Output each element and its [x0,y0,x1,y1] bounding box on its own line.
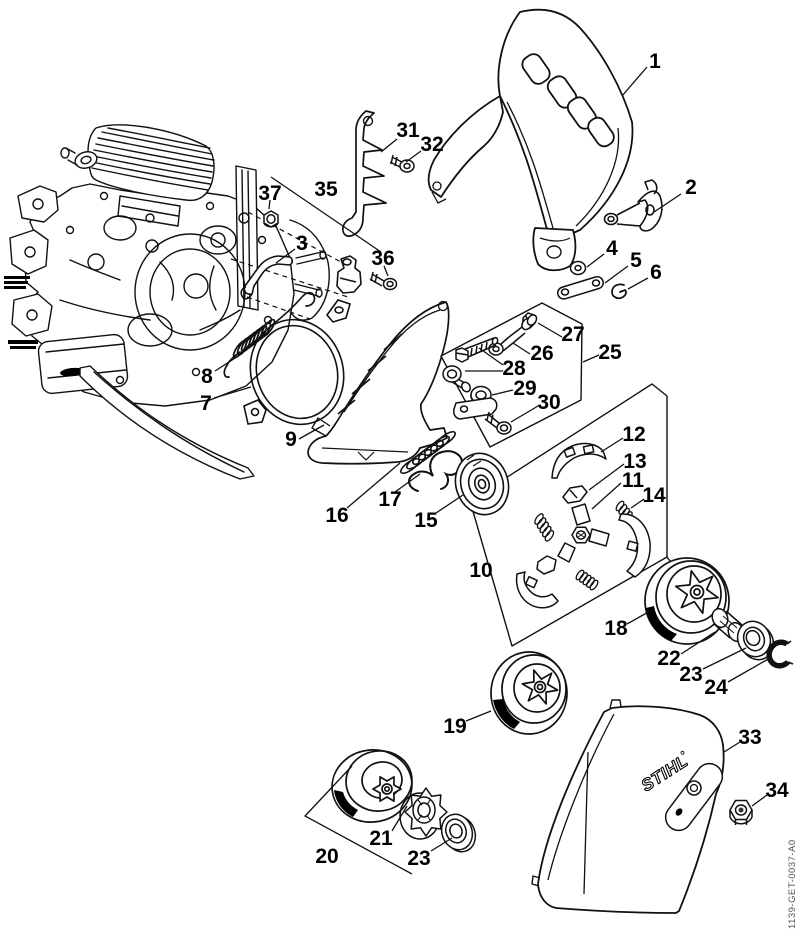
callout-19: 19 [443,715,466,738]
sub-assembly-box-25 [440,302,583,448]
screw-32 [389,154,415,173]
tension-spring [223,291,316,378]
spring-clip-6 [611,283,627,300]
callout-15: 15 [414,509,438,532]
callout-6: 6 [650,261,662,284]
callout-34: 34 [765,779,789,802]
callout-21: 21 [369,827,393,850]
callout-37: 37 [258,182,281,205]
e-clip-24 [766,639,794,669]
callout-35: 35 [314,178,338,201]
callout-1: 1 [649,50,661,73]
callout-30: 30 [537,391,560,414]
hand-guard [427,8,634,272]
callout-11: 11 [622,469,645,492]
callout-17: 17 [378,488,401,511]
callout-2: 2 [685,176,697,199]
callout-27: 27 [561,323,584,346]
clutch-drum-18 [644,557,730,645]
callout-leader-lines [213,66,771,852]
callout-14: 14 [642,484,666,507]
callout-10: 10 [469,559,492,582]
clutch-assembly-box-10 [469,383,712,647]
clutch-drum-19 [490,651,568,735]
chain-catcher [342,110,387,237]
engine-assembly [4,124,330,480]
callout-20: 20 [315,845,338,868]
callout-36: 36 [371,247,394,270]
callout-26: 26 [530,342,553,365]
collar-nut-34 [729,799,753,825]
callout-13: 13 [623,450,646,473]
sprocket-cover: STIHL [531,699,725,914]
document-number: 1139-GET-0037-A0 [787,839,798,929]
callout-28: 28 [502,357,526,380]
clutch-drum-20 [331,749,413,823]
washer-23-lower [440,813,477,853]
callout-16: 16 [325,504,348,527]
screw-36 [369,271,398,291]
callout-31: 31 [396,119,420,142]
brake-lever-linkage [603,179,663,232]
callout-labels: 1 2 31 32 35 37 3 36 4 5 6 27 26 25 28 2… [200,50,789,870]
callout-29: 29 [513,377,536,400]
callout-8: 8 [201,365,213,388]
washer-15 [454,452,510,516]
registered-mark-icon [680,750,685,755]
callout-18: 18 [604,617,628,640]
callout-9: 9 [285,428,297,451]
rim-sprocket-21 [399,787,448,840]
clutch-spring-16 [399,430,457,475]
callout-7: 7 [200,392,212,415]
brake-cover [307,300,450,465]
callout-23-upper: 23 [679,663,702,686]
brake-band [243,299,351,426]
wire-clip-17 [408,450,464,492]
callout-25: 25 [598,341,622,364]
callout-4: 4 [606,237,618,260]
callout-24: 24 [704,676,728,699]
callout-22: 22 [657,647,680,670]
assembly-axis-lines [230,211,349,320]
callout-5: 5 [630,249,642,272]
callout-3: 3 [296,232,308,255]
pawl-36 [336,255,362,294]
nut-37 [263,210,279,228]
callout-23-lower: 23 [407,847,430,870]
washer-4 [569,260,587,276]
group-20-bracket-line [303,765,413,875]
group-35-bracket-line [270,176,382,253]
callout-12: 12 [622,423,645,446]
link-5 [556,275,604,300]
lever-3 [240,255,294,300]
callout-33: 33 [738,726,761,749]
callout-32: 32 [420,133,443,156]
